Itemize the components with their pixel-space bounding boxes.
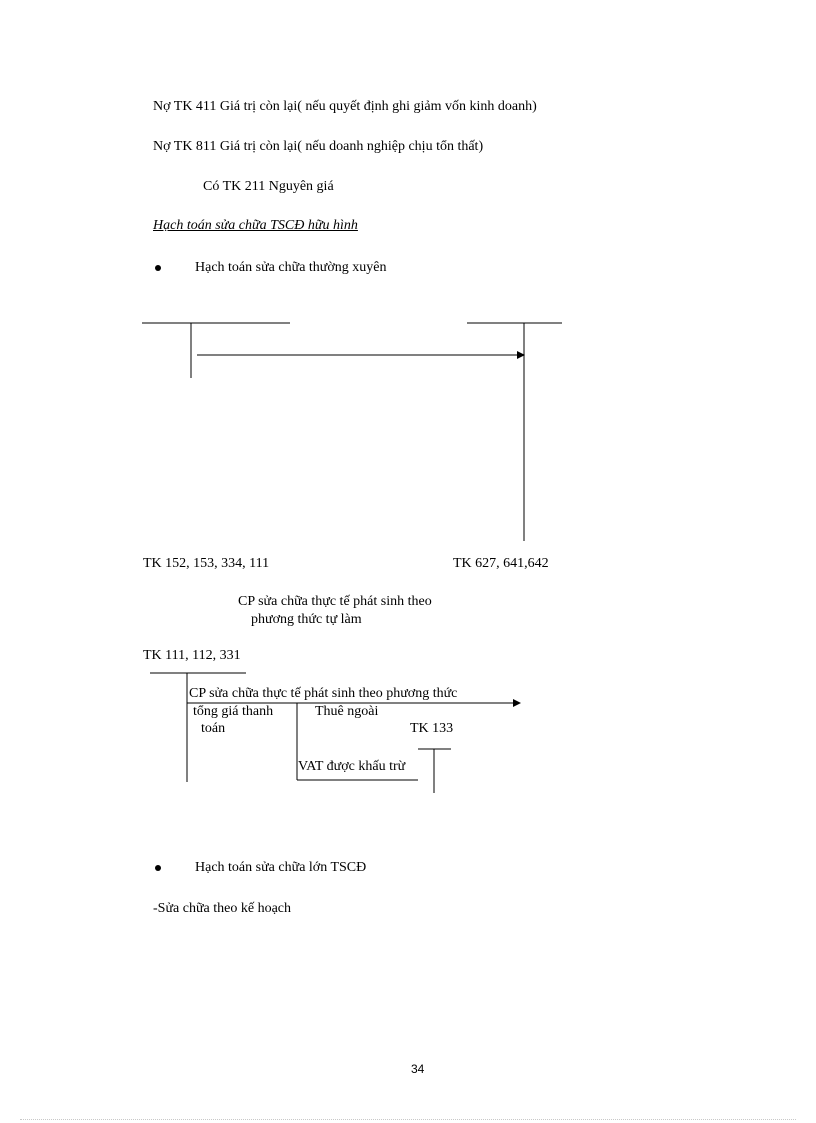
planned-repair-line: -Sửa chữa theo kế hoạch bbox=[153, 901, 292, 916]
bullet-routine-repair: Hạch toán sửa chữa thường xuyên bbox=[195, 260, 387, 275]
bullet-major-repair: Hạch toán sửa chữa lớn TSCĐ bbox=[195, 860, 367, 875]
arrow-caption: CP sửa chữa thực tế phát sinh theo phươn… bbox=[189, 686, 458, 701]
vat-label: VAT được khấu trừ bbox=[298, 759, 406, 774]
account-label-left: TK 152, 153, 334, 111 bbox=[143, 556, 270, 571]
bullet-icon bbox=[155, 265, 161, 271]
total-payment-label-cont: toán bbox=[201, 721, 226, 736]
arrow-caption-cont: phương thức tự làm bbox=[251, 612, 362, 627]
arrow-caption: CP sửa chữa thực tế phát sinh theo bbox=[238, 594, 432, 609]
entry-debit-411: Nợ TK 411 Giá trị còn lại( nếu quyết địn… bbox=[153, 99, 537, 114]
section-heading: Hạch toán sửa chữa TSCĐ hữu hình bbox=[153, 218, 358, 233]
entry-credit-211: Có TK 211 Nguyên giá bbox=[203, 179, 334, 194]
total-payment-label: tổng giá thanh bbox=[193, 704, 274, 719]
page-bottom-rule bbox=[20, 1119, 796, 1120]
outsource-label: Thuê ngoài bbox=[315, 704, 379, 719]
entry-debit-811: Nợ TK 811 Giá trị còn lại( nếu doanh ngh… bbox=[153, 139, 484, 154]
account-label-right: TK 627, 641,642 bbox=[453, 556, 549, 571]
bullet-icon bbox=[155, 865, 161, 871]
vat-account-label: TK 133 bbox=[410, 721, 454, 736]
page-number: 34 bbox=[411, 1062, 425, 1076]
account-label: TK 111, 112, 331 bbox=[143, 648, 241, 663]
